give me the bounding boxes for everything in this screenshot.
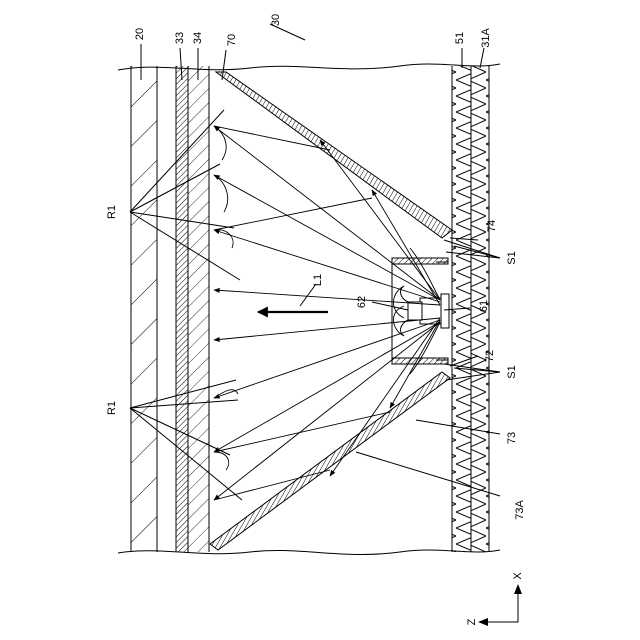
layer-33 [176,66,188,552]
label-34: 34 [192,32,204,44]
label-72: 72 [484,350,496,362]
label-61: 61 [478,300,490,312]
label-33: 33 [174,32,186,44]
label-62: 62 [356,296,368,308]
label-70: 70 [226,34,238,46]
coordinate-axes [478,584,522,626]
label-74: 74 [486,220,498,232]
layer-34 [188,66,209,552]
label-20: 20 [134,28,146,40]
lens-62 [401,286,422,336]
label-31A: 31A [480,28,492,48]
break-line-bottom [118,550,500,555]
label-51: 51 [454,32,466,44]
label-R1-lower: R1 [106,401,118,415]
axis-label-z: Z [466,618,478,625]
layer-20 [131,66,157,552]
figure-ref: 30 [270,14,282,26]
label-73A: 73A [514,500,526,520]
led-61 [420,294,449,328]
label-73: 73 [506,432,518,444]
label-R1-upper: R1 [106,205,118,219]
reflector-73A-lower [210,372,450,550]
label-L1: L1 [312,274,324,286]
axis-label-x: X [512,572,524,580]
label-S1-upper: S1 [506,251,518,264]
break-line-top [118,64,500,70]
label-S1-lower: S1 [506,365,518,378]
